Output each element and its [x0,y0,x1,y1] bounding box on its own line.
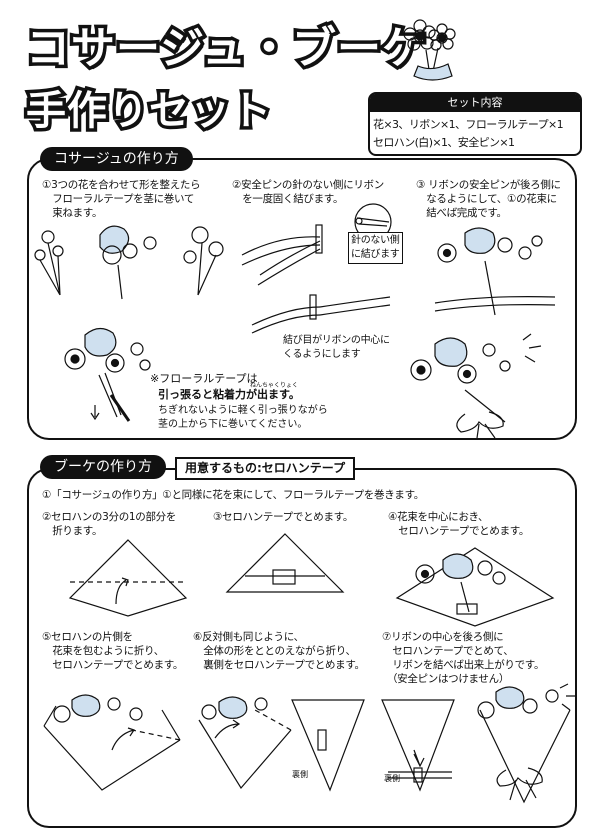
bouquet-fold-diagram [195,690,295,800]
back-label-1: 裏側 [292,768,308,782]
bouquet-step4: ④花束を中心におき、 セロハンテープでとめます。 [388,510,529,538]
bouquet-step6: ⑥反対側も同じように、 全体の形をととのえながら折り、 裏側をセロハンテープでと… [193,630,365,672]
tape-note-title: ※フローラルテープは [150,372,258,386]
cellophane-fold-diagram [68,538,188,618]
bouquet-tab: ブーケの作り方 [40,455,166,479]
bouquet-step3: ③セロハンテープでとめます。 [213,510,353,524]
flower-icon [425,225,565,325]
finished-bouquet [470,680,580,810]
bouquet-center-diagram [395,538,555,628]
bouquet-step7: ⑦リボンの中心を後ろ側に セロハンテープでとめて、 リボンを結べば出来上がりです… [382,630,544,686]
flower-icon [398,14,468,84]
set-contents-line2: セロハン(白)×1、安全ピン×1 [373,134,514,150]
flower-icon [30,215,230,305]
needs-label: 用意するもの:セロハンテープ [175,457,355,480]
set-contents-line1: 花×3、リボン×1、フローラルテープ×1 [373,116,563,132]
bouquet-back-diagram [288,690,368,800]
tape-note-body: ちぎれないように軽く引っ張りながら 茎の上から下に巻いてください。 [158,404,328,432]
bouquet-step2: ②セロハンの3分の1の部分を 折ります。 [42,510,176,538]
flower-icon [55,325,165,425]
bouquet-step5: ⑤セロハンの片側を 花束を包むように折り、 セロハンテープでとめます。 [42,630,183,672]
cellophane-tape-diagram [225,532,345,612]
corsage-tab: コサージュの作り方 [40,147,193,171]
tape-note-bold: 引っ張ると粘着力が出ます。 [158,388,300,402]
set-contents-box: セット内容 花×3、リボン×1、フローラルテープ×1 セロハン(白)×1、安全ピ… [368,92,582,156]
corsage-step1: ①3つの花を合わせて形を整えたら フローラルテープを茎に巻いて 束ねます。 [42,178,200,220]
page-title: コサージュ・ブーケ [26,12,427,76]
set-contents-header: セット内容 [370,94,580,112]
back-label-2: 裏側 [384,772,400,786]
page-subtitle: 手作りセット [26,78,272,136]
knot-callout: 結び目がリボンの中心に くるようにします [283,334,390,362]
pin-callout: 針のない側 に結びます [348,232,403,264]
bouquet-wrap-diagram [42,690,182,800]
flower-icon [405,330,565,440]
bouquet-step1: ①「コサージュの作り方」①と同様に花を束にして、フローラルテープを巻きます。 [42,488,424,502]
corsage-step3: ③ リボンの安全ピンが後ろ側に なるようにして、①の花束に 結べば完成です。 [416,178,561,220]
